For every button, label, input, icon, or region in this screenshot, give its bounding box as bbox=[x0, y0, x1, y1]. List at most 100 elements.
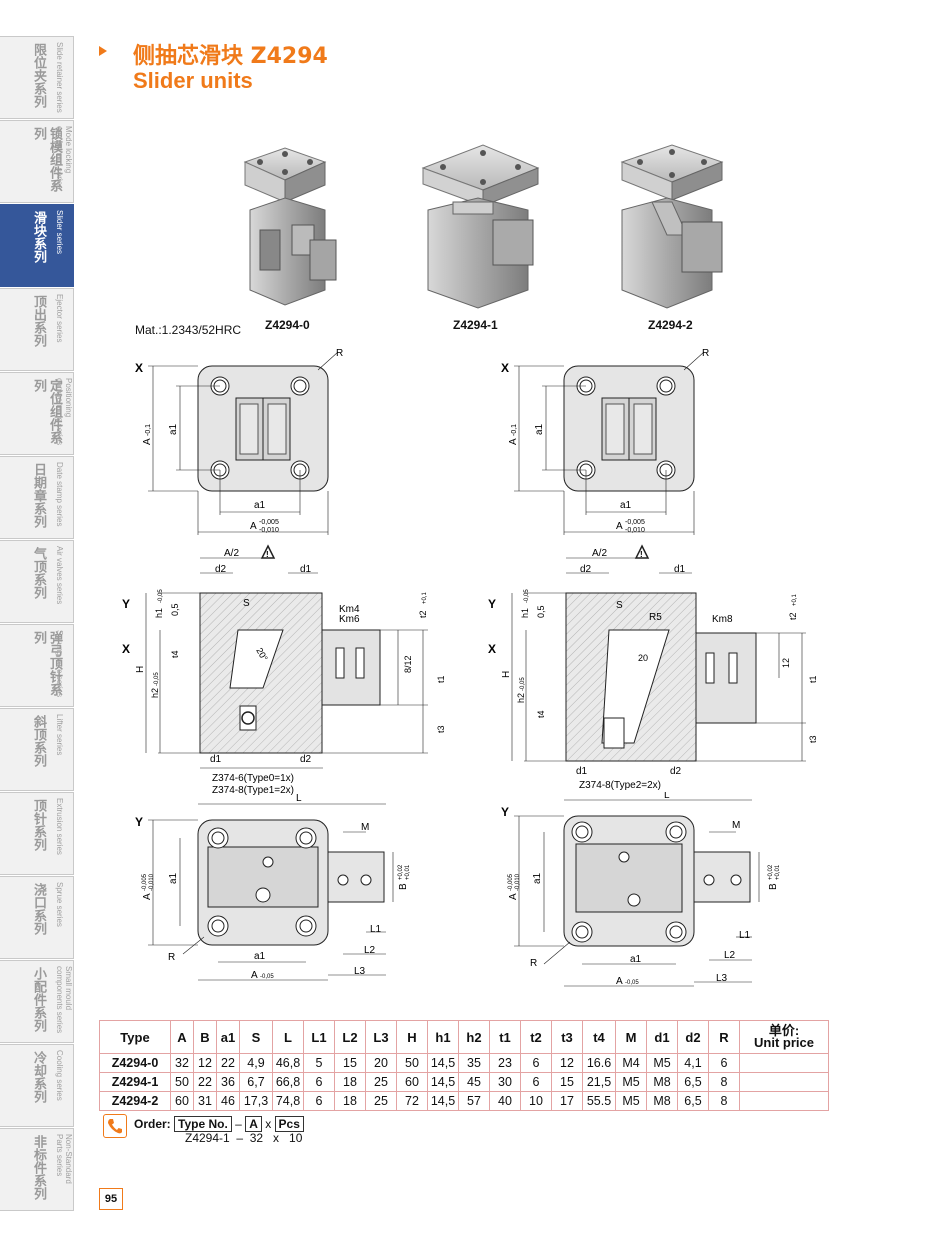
table-cell: 46,8 bbox=[272, 1053, 304, 1073]
col-header-t4: t4 bbox=[582, 1020, 616, 1054]
label-angle: 20 bbox=[638, 653, 648, 663]
label-a-tol1: -0,005 bbox=[508, 873, 514, 891]
drawing-top-view-type0: X R a1 a1 A -0,1 A -0,005 -0,010 bbox=[135, 348, 343, 535]
table-cell: Z4294-0 bbox=[99, 1053, 171, 1073]
table-cell: 6 bbox=[303, 1072, 335, 1092]
label-a-h: A bbox=[616, 976, 623, 987]
svg-text:!: ! bbox=[640, 550, 643, 559]
table-cell: 15 bbox=[551, 1072, 583, 1092]
label-half: 0,5 bbox=[536, 605, 546, 618]
label-r: R bbox=[702, 348, 709, 359]
label-b-tol2: +0,01 bbox=[405, 864, 411, 880]
sidebar-item-5[interactable]: 日期章系列 Date stamp series bbox=[0, 456, 74, 539]
table-cell: 8 bbox=[708, 1072, 740, 1092]
product-photo-z4294-1 bbox=[421, 144, 540, 309]
col-header-h: H bbox=[396, 1020, 428, 1054]
sidebar-item-label-en: Sprung core series bbox=[55, 630, 64, 698]
table-cell: 31 bbox=[193, 1091, 217, 1111]
label-r: R bbox=[336, 348, 343, 359]
label-a-v-tol: -0,1 bbox=[511, 424, 518, 436]
table-cell: Z4294-1 bbox=[99, 1072, 171, 1092]
price-cell bbox=[739, 1072, 829, 1092]
label-h: H bbox=[135, 666, 146, 673]
order-dash: – bbox=[235, 1117, 242, 1131]
label-a-h: A bbox=[250, 521, 257, 532]
table-cell: 66,8 bbox=[272, 1072, 304, 1092]
col-header-a: A bbox=[170, 1020, 194, 1054]
table-cell: M5 bbox=[615, 1091, 647, 1111]
label-m: M bbox=[361, 822, 369, 833]
sidebar-item-label-en: Date stamp series bbox=[55, 462, 64, 527]
label-l1: L1 bbox=[370, 924, 382, 935]
label-a-v-tol: -0,1 bbox=[145, 424, 152, 436]
label-y: Y bbox=[488, 597, 496, 611]
label-x: X bbox=[122, 642, 130, 656]
table-cell: 6 bbox=[708, 1053, 740, 1073]
label-b-tol1: +0,02 bbox=[768, 864, 774, 880]
table-cell: 35 bbox=[458, 1053, 490, 1073]
label-b-tol1: +0,02 bbox=[398, 864, 404, 880]
label-a2: A/2 bbox=[224, 548, 239, 559]
col-header-b: B bbox=[193, 1020, 217, 1054]
label-b: B bbox=[398, 883, 409, 890]
sidebar-item-label-cn: 日期章系列 bbox=[31, 463, 46, 528]
label-h2: h2 bbox=[516, 693, 526, 703]
label-l1: L1 bbox=[739, 930, 751, 941]
table-cell: 15 bbox=[334, 1053, 366, 1073]
label-d2-bot: d2 bbox=[300, 754, 312, 765]
label-a-v: A bbox=[142, 893, 153, 900]
order-example: Z4294-1 – 32 x 10 bbox=[185, 1131, 303, 1145]
sidebar-item-label-en: Sprue series bbox=[55, 882, 64, 927]
sidebar-item-label-en: Air valves series bbox=[55, 546, 64, 605]
table-cell: 10 bbox=[520, 1091, 552, 1111]
page-title-cn: 侧抽芯滑块 Z4294 bbox=[133, 44, 328, 69]
table-cell: 6 bbox=[520, 1072, 552, 1092]
label-a-h-tol: -0,05 bbox=[260, 974, 274, 980]
table-cell: 22 bbox=[216, 1053, 240, 1073]
sidebar-item-label-cn: 定位组件系列 bbox=[31, 379, 62, 444]
label-x: X bbox=[135, 361, 143, 375]
sidebar-item-label-en: Non-Standard Parts series bbox=[55, 1134, 73, 1184]
sidebar-item-label-en: Positioning components series bbox=[55, 378, 73, 446]
label-l: L bbox=[664, 792, 670, 801]
table-cell: 4,9 bbox=[239, 1053, 273, 1073]
col-header-t2: t2 bbox=[520, 1020, 552, 1054]
col-header-a1: a1 bbox=[216, 1020, 240, 1054]
sidebar-item-13[interactable]: 非标件系列 Non-Standard Parts series bbox=[0, 1128, 74, 1211]
table-cell: 60 bbox=[170, 1091, 194, 1111]
sidebar-item-label-cn: 限位夹系列 bbox=[31, 43, 46, 108]
label-s: S bbox=[616, 600, 623, 611]
label-12: 12 bbox=[781, 658, 791, 668]
table-cell: 50 bbox=[396, 1053, 428, 1073]
price-cell bbox=[739, 1053, 829, 1073]
order-label: Order: bbox=[134, 1117, 171, 1131]
label-a1-v: a1 bbox=[532, 872, 543, 884]
label-a-h-tol1: -0,005 bbox=[625, 519, 645, 526]
sidebar-item-label-cn: 非标件系列 bbox=[31, 1135, 46, 1200]
sidebar-item-label-cn: 弹弓顶针系列 bbox=[31, 631, 62, 696]
label-a-h: A bbox=[251, 970, 258, 981]
label-s: S bbox=[243, 598, 250, 609]
sidebar-item-label-cn: 冷却系列 bbox=[31, 1051, 46, 1103]
label-t1: t1 bbox=[808, 675, 818, 683]
product-label-2: Z4294-2 bbox=[648, 318, 693, 332]
sidebar-item-label-en: Cooling series bbox=[55, 1050, 64, 1101]
note-z374-8: Z374-8(Type1=2x) bbox=[212, 785, 294, 796]
sidebar-item-label-en: Mode locking component series bbox=[55, 126, 73, 190]
label-a-v: A bbox=[142, 438, 153, 445]
sidebar-item-12[interactable]: 冷却系列 Cooling series bbox=[0, 1044, 74, 1127]
table-cell: 14,5 bbox=[427, 1053, 459, 1073]
label-r5: R5 bbox=[649, 612, 662, 623]
